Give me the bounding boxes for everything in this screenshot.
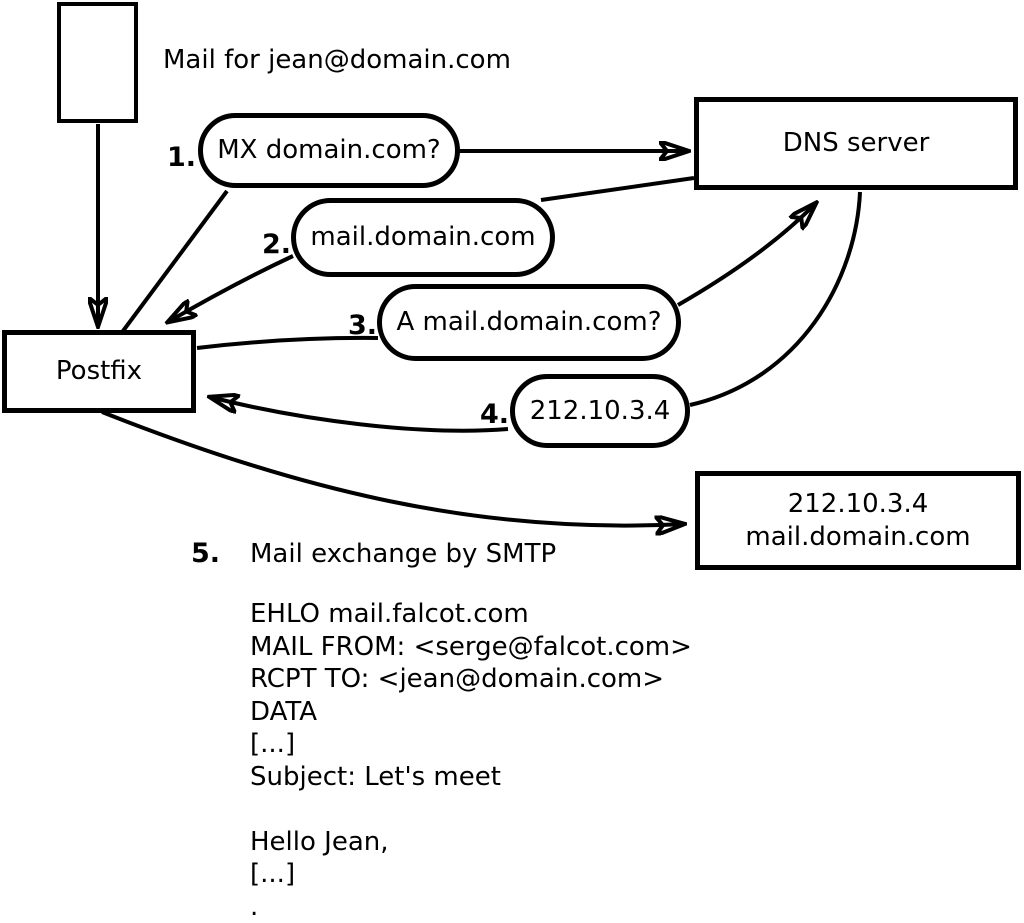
smtp-line: [...] [250, 858, 692, 891]
postfix-node: Postfix [2, 330, 196, 413]
smtp-line: Hello Jean, [250, 826, 692, 859]
step4-number: 4. [473, 401, 509, 428]
step5-number: 5. [184, 540, 220, 567]
smtp-line: Subject: Let's meet [250, 761, 692, 794]
bubble-step1-mx-query: MX domain.com? [198, 113, 460, 188]
step3-number: 3. [341, 312, 377, 339]
smtp-line: EHLO mail.falcot.com [250, 598, 692, 631]
mail-message-box [57, 2, 138, 123]
step1-number: 1. [160, 144, 196, 171]
line-step2-dns-to-bubble [541, 178, 694, 200]
smtp-line: [...] [250, 728, 692, 761]
arrow-step3-bubble-to-dns [678, 203, 816, 305]
smtp-line: . [250, 891, 692, 923]
smtp-session-transcript: EHLO mail.falcot.com MAIL FROM: <serge@f… [250, 598, 692, 923]
smtp-line: DATA [250, 696, 692, 729]
dns-server-node: DNS server [694, 97, 1018, 190]
arrow-step4-bubble-to-postfix [210, 397, 508, 431]
mail-host-node: 212.10.3.4 mail.domain.com [695, 471, 1021, 570]
bubble-step2-label: mail.domain.com [310, 221, 535, 254]
postfix-label: Postfix [56, 355, 142, 388]
mail-host-name: mail.domain.com [745, 521, 970, 554]
bubble-step3-a-query: A mail.domain.com? [377, 284, 681, 361]
step5-label: Mail exchange by SMTP [250, 539, 556, 569]
line-step1-postfix-to-bubble [123, 191, 227, 331]
bubble-step4-label: 212.10.3.4 [530, 395, 671, 428]
smtp-line: MAIL FROM: <serge@falcot.com> [250, 631, 692, 664]
mail-note: Mail for jean@domain.com [163, 45, 511, 75]
bubble-step4-a-answer: 212.10.3.4 [510, 374, 690, 448]
arrow-step2-bubble-to-postfix [168, 256, 293, 322]
bubble-step3-label: A mail.domain.com? [397, 306, 662, 339]
smtp-line: RCPT TO: <jean@domain.com> [250, 663, 692, 696]
line-step4-dns-to-bubble [690, 192, 860, 405]
mail-host-label: 212.10.3.4 mail.domain.com [745, 488, 970, 554]
step2-number: 2. [255, 231, 291, 258]
bubble-step2-mx-answer: mail.domain.com [291, 198, 555, 277]
dns-server-label: DNS server [783, 127, 930, 160]
smtp-line-blank [250, 793, 692, 826]
bubble-step1-label: MX domain.com? [217, 134, 440, 167]
mail-host-ip: 212.10.3.4 [745, 488, 970, 521]
